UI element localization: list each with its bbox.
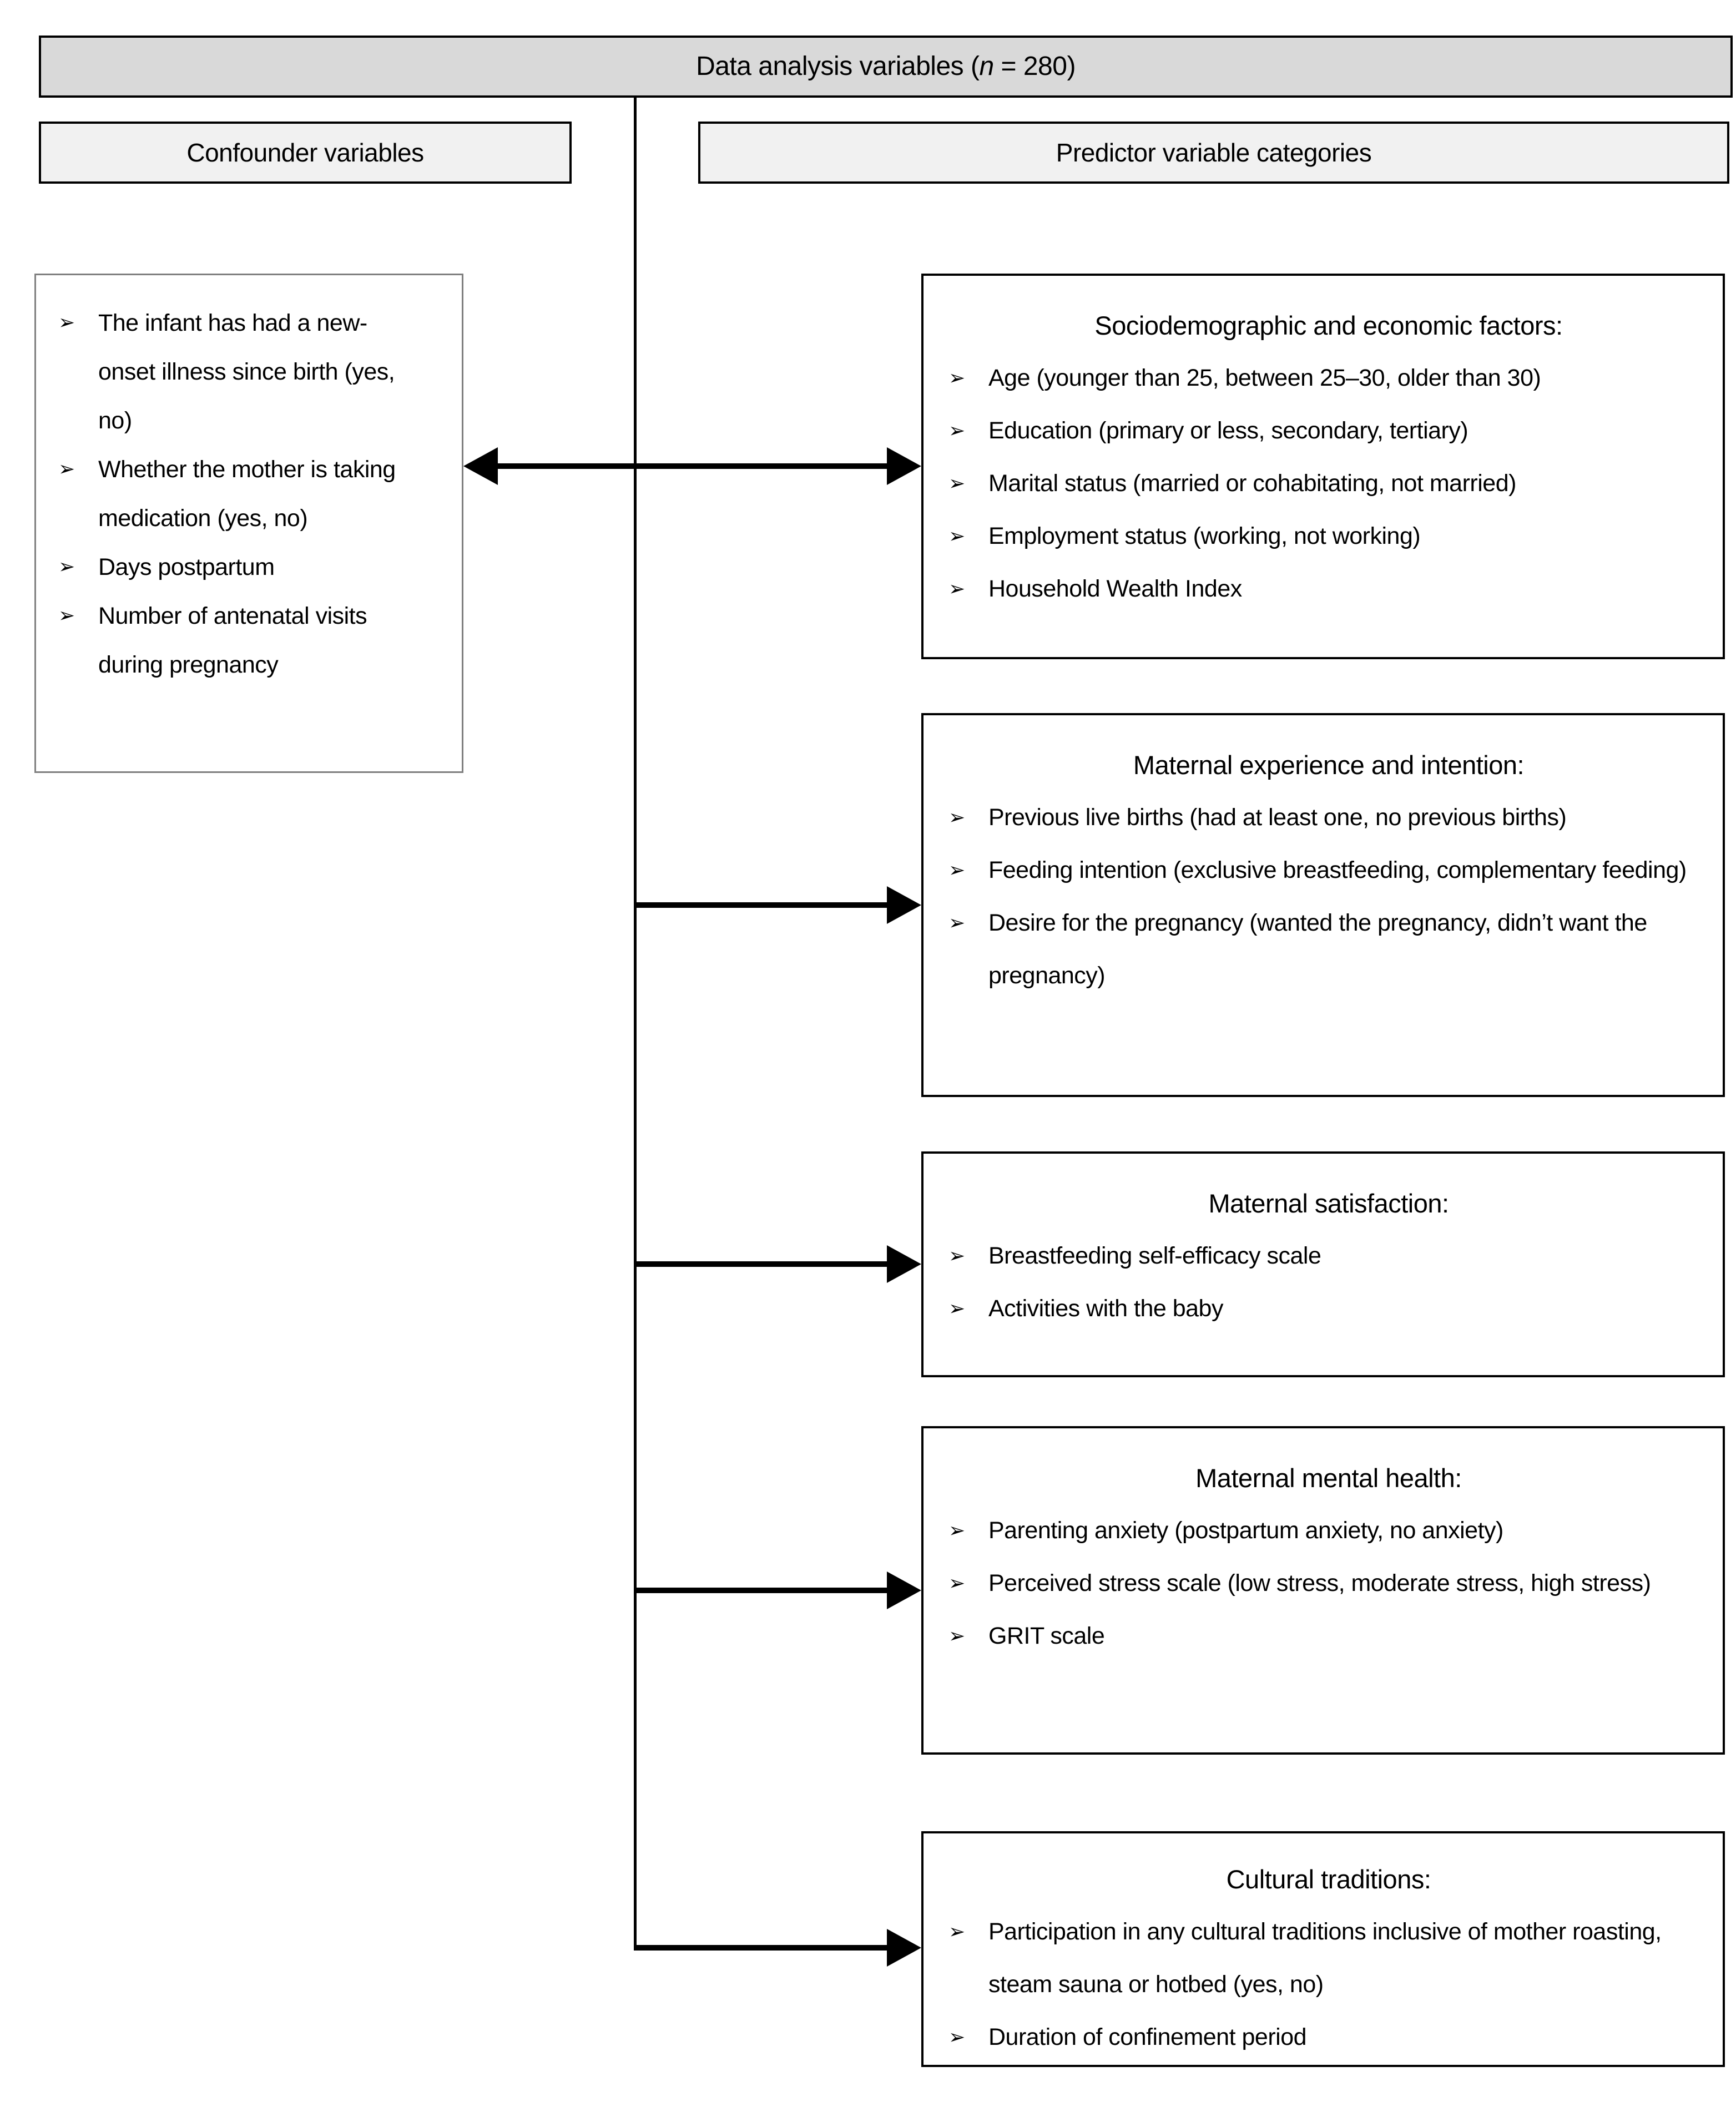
arrowhead-bullet-icon: ➢ [948,1921,965,1943]
arrowhead-bullet-icon: ➢ [948,1572,965,1595]
predictor-box-title: Cultural traditions: [1226,1865,1431,1894]
predictor-header-box: Predictor variable categories [698,122,1729,184]
bullet-text: GRIT scale [988,1623,1105,1649]
bullet-item: ➢ Household Wealth Index [948,563,1709,615]
arrowhead-bullet-icon: ➢ [948,1297,965,1320]
arrowhead-bullet-icon: ➢ [948,1519,965,1542]
bullet-text: Previous live births (had at least one, … [988,804,1567,831]
bullet-text: Education (primary or less, secondary, t… [988,417,1468,444]
bullet-item: ➢ Feeding intention (exclusive breastfee… [948,844,1709,897]
bullet-item: ➢ Education (primary or less, secondary,… [948,405,1709,457]
arrowhead-bullet-icon: ➢ [948,859,965,882]
bullet-text: Duration of confinement period [988,2024,1307,2050]
title-text-prefix: Data analysis variables ( [696,52,980,81]
bullet-item: ➢ Participation in any cultural traditio… [948,1906,1709,2011]
bullet-item: ➢ Number of antenatal visits during preg… [58,592,417,689]
predictor-box-sociodemographic: Sociodemographic and economic factors: ➢… [921,274,1725,659]
bullet-item: ➢ Duration of confinement period [948,2011,1709,2064]
arrowhead-right-icon [887,447,921,485]
arrowhead-right-icon [887,886,921,924]
bullet-item: ➢ Age (younger than 25, between 25–30, o… [948,352,1709,405]
arrowhead-left-icon [463,447,498,485]
bullet-item: ➢ Days postpartum [58,543,417,592]
title-n-italic: n [979,52,994,81]
predictor-box-title: Maternal satisfaction: [1208,1189,1449,1218]
arrowhead-bullet-icon: ➢ [58,311,75,334]
arrowhead-bullet-icon: ➢ [948,420,965,442]
bullet-text: Activities with the baby [988,1295,1223,1322]
bullet-text: Number of antenatal visits during pregna… [98,603,367,678]
bullet-text: Participation in any cultural traditions… [988,1918,1662,1998]
bullet-text: Feeding intention (exclusive breastfeedi… [988,857,1687,883]
bullet-text: Desire for the pregnancy (wanted the pre… [988,910,1647,989]
bullet-item: ➢ Marital status (married or cohabitatin… [948,457,1709,510]
double-arrow-shaft [497,463,889,469]
bullet-text: Parenting anxiety (postpartum anxiety, n… [988,1517,1503,1544]
confounder-header-label: Confounder variables [186,138,424,167]
bullet-text: Household Wealth Index [988,575,1242,602]
bullet-item: ➢ Previous live births (had at least one… [948,791,1709,844]
title-text-suffix: = 280) [993,52,1076,81]
branch-arrow-shaft-4 [634,1588,889,1593]
connector-spine [634,98,637,1951]
arrowhead-bullet-icon: ➢ [58,458,75,481]
arrowhead-right-icon [887,1245,921,1283]
branch-arrow-shaft-5 [634,1945,889,1951]
predictor-box-title: Sociodemographic and economic factors: [1094,311,1563,340]
bullet-item: ➢ GRIT scale [948,1610,1709,1663]
bullet-text: Age (younger than 25, between 25–30, old… [988,365,1541,391]
arrowhead-bullet-icon: ➢ [948,578,965,600]
bullet-item: ➢ Activities with the baby [948,1282,1709,1335]
arrowhead-bullet-icon: ➢ [948,2026,965,2049]
branch-arrow-shaft-2 [634,902,889,908]
title-box: Data analysis variables (n = 280) [39,36,1733,98]
confounder-header-box: Confounder variables [39,122,572,184]
bullet-text: Perceived stress scale (low stress, mode… [988,1570,1651,1596]
bullet-text: Whether the mother is taking medication … [98,456,396,532]
arrowhead-bullet-icon: ➢ [948,806,965,829]
arrowhead-bullet-icon: ➢ [948,1625,965,1648]
branch-arrow-shaft-3 [634,1261,889,1267]
arrowhead-right-icon [887,1572,921,1609]
arrowhead-bullet-icon: ➢ [58,604,75,627]
bullet-text: Days postpartum [98,554,275,580]
bullet-text: Employment status (working, not working) [988,523,1421,549]
bullet-text: Breastfeeding self-efficacy scale [988,1242,1321,1269]
bullet-text: Marital status (married or cohabitating,… [988,470,1516,497]
arrowhead-right-icon [887,1929,921,1967]
bullet-item: ➢ Desire for the pregnancy (wanted the p… [948,897,1709,1002]
arrowhead-bullet-icon: ➢ [948,912,965,934]
predictor-box-maternal-experience: Maternal experience and intention: ➢ Pre… [921,713,1725,1097]
predictor-box-maternal-satisfaction: Maternal satisfaction: ➢ Breastfeeding s… [921,1151,1725,1377]
predictor-box-title: Maternal experience and intention: [1133,750,1525,780]
bullet-item: ➢ Breastfeeding self-efficacy scale [948,1230,1709,1282]
bullet-item: ➢ The infant has had a new-onset illness… [58,299,417,445]
arrowhead-bullet-icon: ➢ [58,555,75,578]
arrowhead-bullet-icon: ➢ [948,367,965,390]
predictor-box-title: Maternal mental health: [1195,1463,1462,1493]
confounder-variables-box: ➢ The infant has had a new-onset illness… [34,274,463,773]
arrowhead-bullet-icon: ➢ [948,1245,965,1267]
arrowhead-bullet-icon: ➢ [948,472,965,495]
bullet-item: ➢ Whether the mother is taking medicatio… [58,445,417,543]
predictor-box-maternal-mental-health: Maternal mental health: ➢ Parenting anxi… [921,1426,1725,1755]
bullet-text: The infant has had a new-onset illness s… [98,310,395,434]
bullet-item: ➢ Employment status (working, not workin… [948,510,1709,563]
bullet-item: ➢ Parenting anxiety (postpartum anxiety,… [948,1504,1709,1557]
predictor-box-cultural-traditions: Cultural traditions: ➢ Participation in … [921,1831,1725,2067]
predictor-header-label: Predictor variable categories [1056,138,1372,167]
bullet-item: ➢ Perceived stress scale (low stress, mo… [948,1557,1709,1610]
arrowhead-bullet-icon: ➢ [948,525,965,548]
